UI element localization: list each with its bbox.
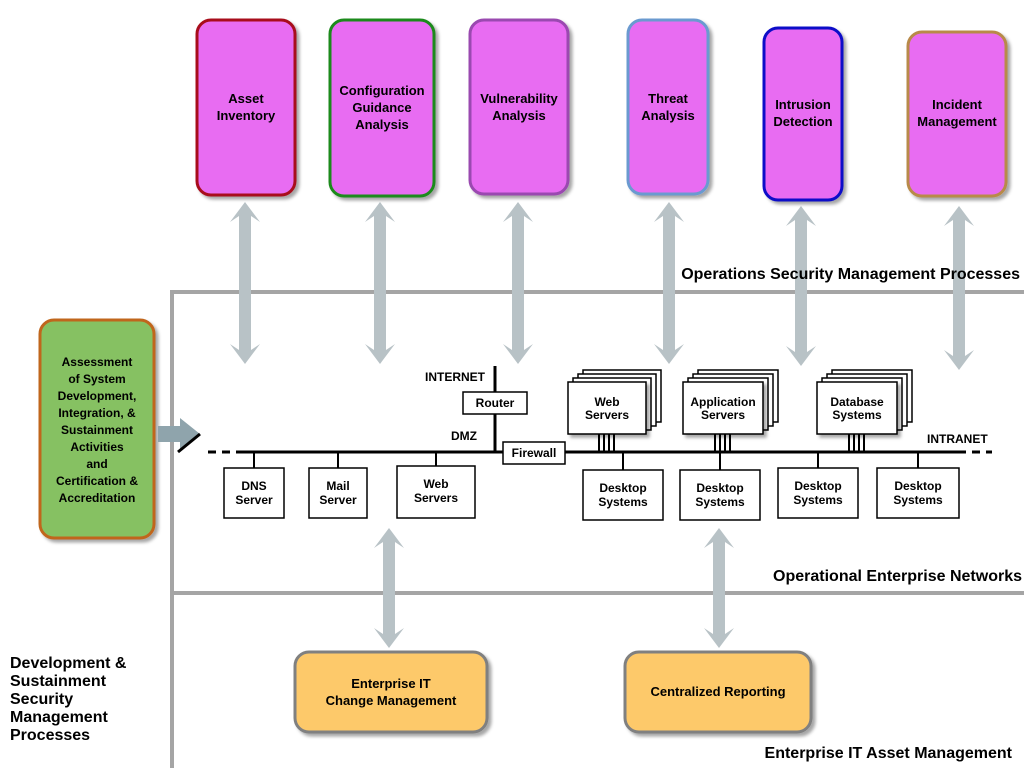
- dmz-host-label: Server: [319, 493, 357, 507]
- double-arrow-process-6: [944, 206, 974, 370]
- desktop-label: Systems: [893, 493, 943, 507]
- assessment-line: Activities: [70, 440, 124, 454]
- intranet-label: INTRANET: [927, 432, 988, 446]
- firewall-label: Firewall: [512, 446, 557, 460]
- server-stacks: WebServersApplicationServersDatabaseSyst…: [567, 369, 913, 452]
- double-arrow-process-3: [503, 202, 533, 364]
- double-arrow-process-4: [654, 202, 684, 364]
- asset-management-boxes: Enterprise IT Change Management Centralize…: [293, 650, 813, 734]
- server-stack-label: Application: [690, 395, 755, 409]
- assessment-line: of System: [68, 372, 125, 386]
- double-arrow-change-management: [374, 528, 404, 648]
- assessment-arrow: [158, 418, 201, 454]
- assessment-line: Sustainment: [61, 423, 133, 437]
- dmz-host-label: Server: [235, 493, 273, 507]
- dmz-host-label: Mail: [326, 479, 349, 493]
- asset-box-2: Centralized Reporting: [623, 650, 813, 734]
- process-label: Threat: [648, 91, 688, 106]
- process-label: Analysis: [355, 117, 408, 132]
- desktop-label: Desktop: [894, 479, 941, 493]
- desktop-label: Desktop: [696, 481, 743, 495]
- firewall-box: Firewall: [502, 441, 566, 465]
- network-diagram: INTERNET DMZ INTRANET Router Firewall DN…: [208, 366, 992, 521]
- double-arrows: [230, 202, 974, 648]
- asset-box-1: Enterprise IT Change Management: [293, 650, 489, 734]
- dev-sustainment-label: Development &SustainmentSecurityManageme…: [10, 655, 127, 744]
- double-arrow-reporting: [704, 528, 734, 648]
- dev-sustainment-line: Security: [10, 691, 73, 708]
- desktop-label: Systems: [793, 493, 843, 507]
- server-stack-label: Servers: [701, 408, 745, 422]
- process-label: Inventory: [217, 108, 276, 123]
- server-stack-label: Systems: [832, 408, 882, 422]
- desktop-label: Systems: [598, 495, 648, 509]
- assessment-line: Development,: [58, 389, 137, 403]
- assessment-line: Integration, &: [58, 406, 136, 420]
- dev-sustainment-line: Development &: [10, 655, 127, 672]
- dmz-host-label: DNS: [241, 479, 266, 493]
- process-label: Analysis: [492, 108, 545, 123]
- process-label: Incident: [932, 97, 983, 112]
- assessment-line: and: [86, 457, 107, 471]
- assessment-line: Accreditation: [59, 491, 136, 505]
- router-box: Router: [462, 391, 528, 415]
- process-label: Vulnerability: [480, 91, 558, 106]
- router-label: Router: [476, 396, 515, 410]
- desktop-label: Desktop: [599, 481, 646, 495]
- dmz-host-label: Web: [423, 477, 448, 491]
- asset-box-label: Enterprise IT: [351, 676, 431, 691]
- double-arrow-process-1: [230, 202, 260, 364]
- server-stack-label: Servers: [585, 408, 629, 422]
- dmz-label: DMZ: [451, 429, 477, 443]
- section-label-ops-processes: Operations Security Management Processes: [681, 266, 1020, 283]
- desktop-systems: DesktopSystemsDesktopSystemsDesktopSyste…: [582, 452, 960, 521]
- process-label: Analysis: [641, 108, 694, 123]
- process-label: Configuration: [339, 83, 424, 98]
- server-stack-label: Database: [830, 395, 884, 409]
- server-stack-label: Web: [594, 395, 619, 409]
- dev-sustainment-line: Management: [10, 709, 108, 726]
- process-label: Asset: [228, 91, 264, 106]
- double-arrow-process-5: [786, 206, 816, 366]
- dmz-host-label: Servers: [414, 491, 458, 505]
- section-label-enterprise-networks: Operational Enterprise Networks: [773, 568, 1022, 585]
- process-label: Management: [917, 114, 997, 129]
- assessment-line: Certification &: [56, 474, 138, 488]
- asset-box-label: Centralized Reporting: [650, 684, 785, 699]
- dev-sustainment-line: Sustainment: [10, 673, 107, 690]
- section-label-asset-management: Enterprise IT Asset Management: [765, 745, 1013, 762]
- process-label: Guidance: [352, 100, 411, 115]
- section-dividers: [170, 290, 1024, 768]
- desktop-label: Systems: [695, 495, 745, 509]
- desktop-label: Desktop: [794, 479, 841, 493]
- double-arrow-process-2: [365, 202, 395, 364]
- dev-sustainment-line: Processes: [10, 727, 90, 744]
- assessment-line: Assessment: [62, 355, 133, 369]
- asset-box-label: Change Management: [326, 693, 457, 708]
- process-label: Intrusion: [775, 97, 831, 112]
- process-label: Detection: [773, 114, 832, 129]
- internet-label: INTERNET: [425, 370, 486, 384]
